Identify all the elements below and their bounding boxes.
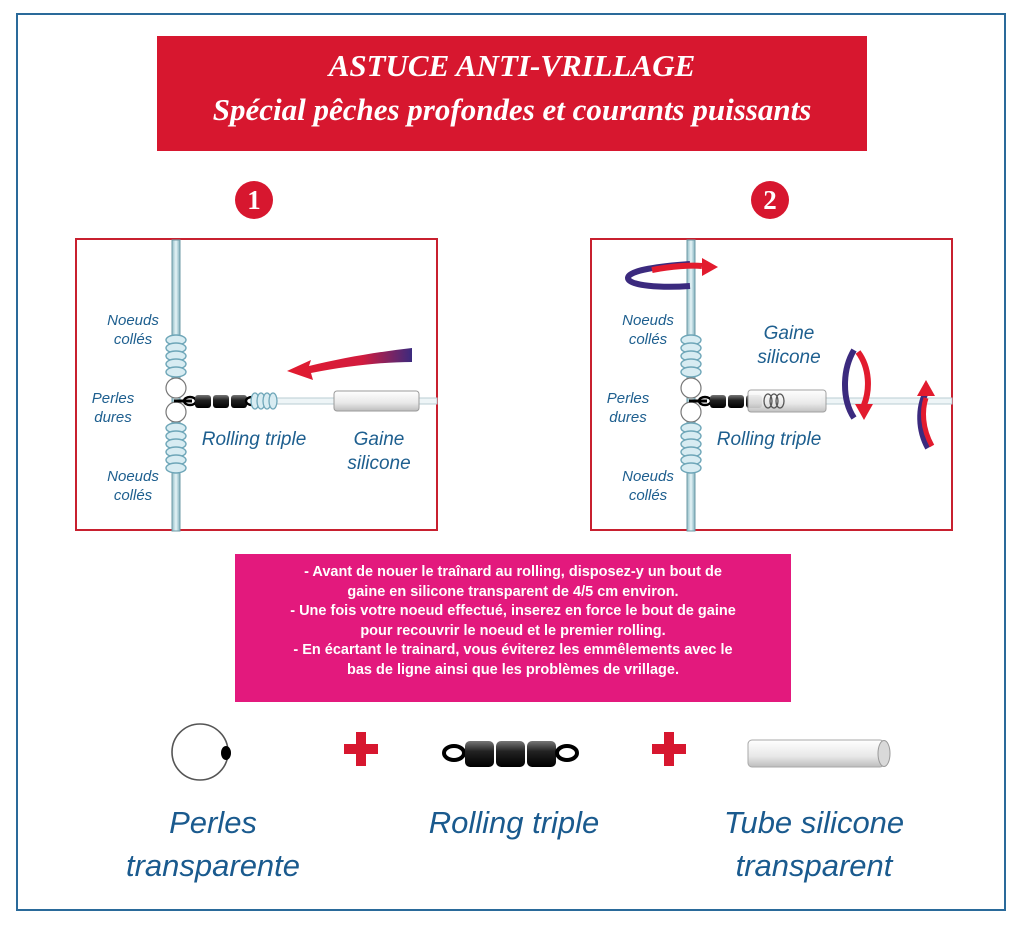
component-label-beads: Perles transparente [125, 805, 301, 884]
upper-knots [165, 334, 187, 378]
rotation-arrow-top [624, 258, 718, 290]
step-2-badge: 2 [751, 181, 789, 219]
rotation-arrow-down [842, 348, 873, 420]
step-2-panel: Noeuds collés Perles dures Noeuds collés… [590, 238, 953, 532]
triple-swivel [174, 395, 260, 408]
label-swivel: Rolling triple [716, 429, 822, 450]
instruction-line: pour recouvrir le noeud et le premier ro… [360, 622, 666, 639]
triple-swivel-icon [442, 741, 579, 767]
beads [680, 377, 702, 423]
plus-icon [344, 732, 378, 766]
label-knots-bottom: Noeuds collés [622, 468, 674, 504]
component-label-tube: Tube silicone transparent [723, 805, 905, 884]
label-knots-top: Noeuds collés [107, 312, 159, 348]
label-knots-bottom: Noeuds collés [107, 468, 159, 504]
covered-knot [763, 393, 785, 409]
title-line-2: Spécial pêches profondes et courants pui… [212, 92, 812, 127]
slide-arrow [287, 348, 412, 380]
upper-knots [680, 334, 702, 378]
step-1-diagram [165, 239, 438, 532]
title-line-1: ASTUCE ANTI-VRILLAGE [328, 48, 696, 83]
silicone-sleeve [333, 390, 420, 412]
step-1-badge: 1 [235, 181, 273, 219]
label-knots-top: Noeuds collés [622, 312, 674, 348]
instruction-line: - En écartant le trainard, vous éviterez… [293, 642, 733, 659]
step-2-diagram [624, 239, 953, 532]
beads [165, 377, 187, 423]
instruction-line: - Une fois votre noeud effectué, inserez… [290, 603, 736, 620]
trailing-line [821, 397, 953, 405]
label-sleeve: Gaine silicone [347, 429, 411, 474]
label-beads: Perles dures [606, 390, 650, 426]
lower-knots [680, 422, 702, 474]
label-beads: Perles dures [91, 390, 135, 426]
title-banner: ASTUCE ANTI-VRILLAGE Spécial pêches prof… [157, 36, 867, 151]
instruction-line: gaine en silicone transparent de 4/5 cm … [347, 583, 679, 600]
label-swivel: Rolling triple [201, 429, 307, 450]
plus-icon [652, 732, 686, 766]
instructions-box: - Avant de nouer le traînard au rolling,… [235, 554, 791, 702]
instruction-line: - Avant de nouer le traînard au rolling,… [304, 564, 722, 580]
lower-knots [165, 422, 187, 474]
silicone-tube-icon [747, 739, 891, 768]
step-1-panel: Noeuds collés Perles dures Noeuds collés… [75, 238, 438, 532]
rotation-arrow-up [917, 380, 935, 450]
bead-icon [171, 723, 231, 781]
silicone-sleeve [747, 389, 827, 413]
instruction-line: bas de ligne ainsi que les problèmes de … [346, 661, 679, 678]
outer-frame [16, 13, 1006, 911]
trailing-knot [250, 392, 278, 410]
component-label-swivel: Rolling triple [428, 805, 600, 840]
label-sleeve: Gaine silicone [757, 323, 821, 368]
